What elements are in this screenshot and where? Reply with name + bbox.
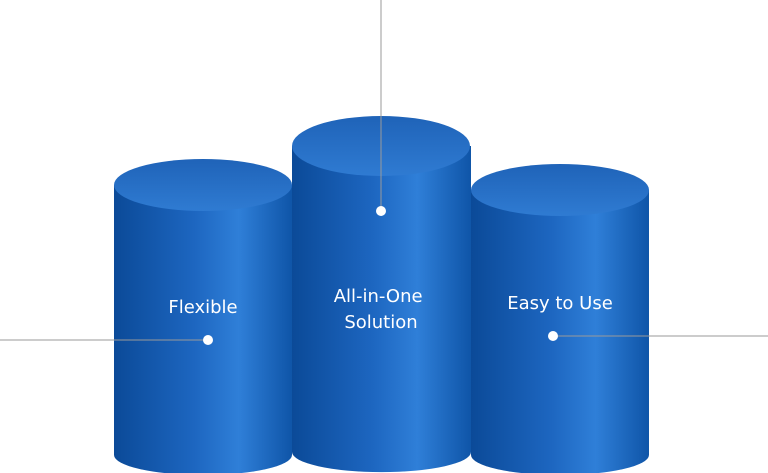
pillar-all-in-one: All-in-One Solution <box>292 116 471 473</box>
pillar-easy-to-use-label-line-1: Easy to Use <box>507 293 613 314</box>
pillar-all-in-one-label-line-1: All-in-One <box>334 286 423 307</box>
pillar-easy-to-use: Easy to Use <box>471 164 649 473</box>
pillar-easy-to-use-label: Easy to Use <box>507 293 613 314</box>
pillar-easy-to-use-top <box>471 164 649 216</box>
pillar-easy-to-use-body <box>471 190 649 473</box>
pillar-all-in-one-label: All-in-One Solution <box>334 286 429 333</box>
pillar-flexible-body <box>114 185 292 473</box>
pillar-flexible-top <box>114 159 292 211</box>
pillar-flexible-label: Flexible <box>168 297 237 318</box>
pillar-all-in-one-body <box>292 146 471 473</box>
connector-all-in-one-dot <box>376 206 386 216</box>
pillar-all-in-one-label-line-2: Solution <box>344 312 417 333</box>
connector-flexible-dot <box>203 335 213 345</box>
pillar-flexible-label-line-1: Flexible <box>168 297 237 318</box>
connector-easy-to-use-dot <box>548 331 558 341</box>
pillar-flexible: Flexible <box>114 159 292 473</box>
